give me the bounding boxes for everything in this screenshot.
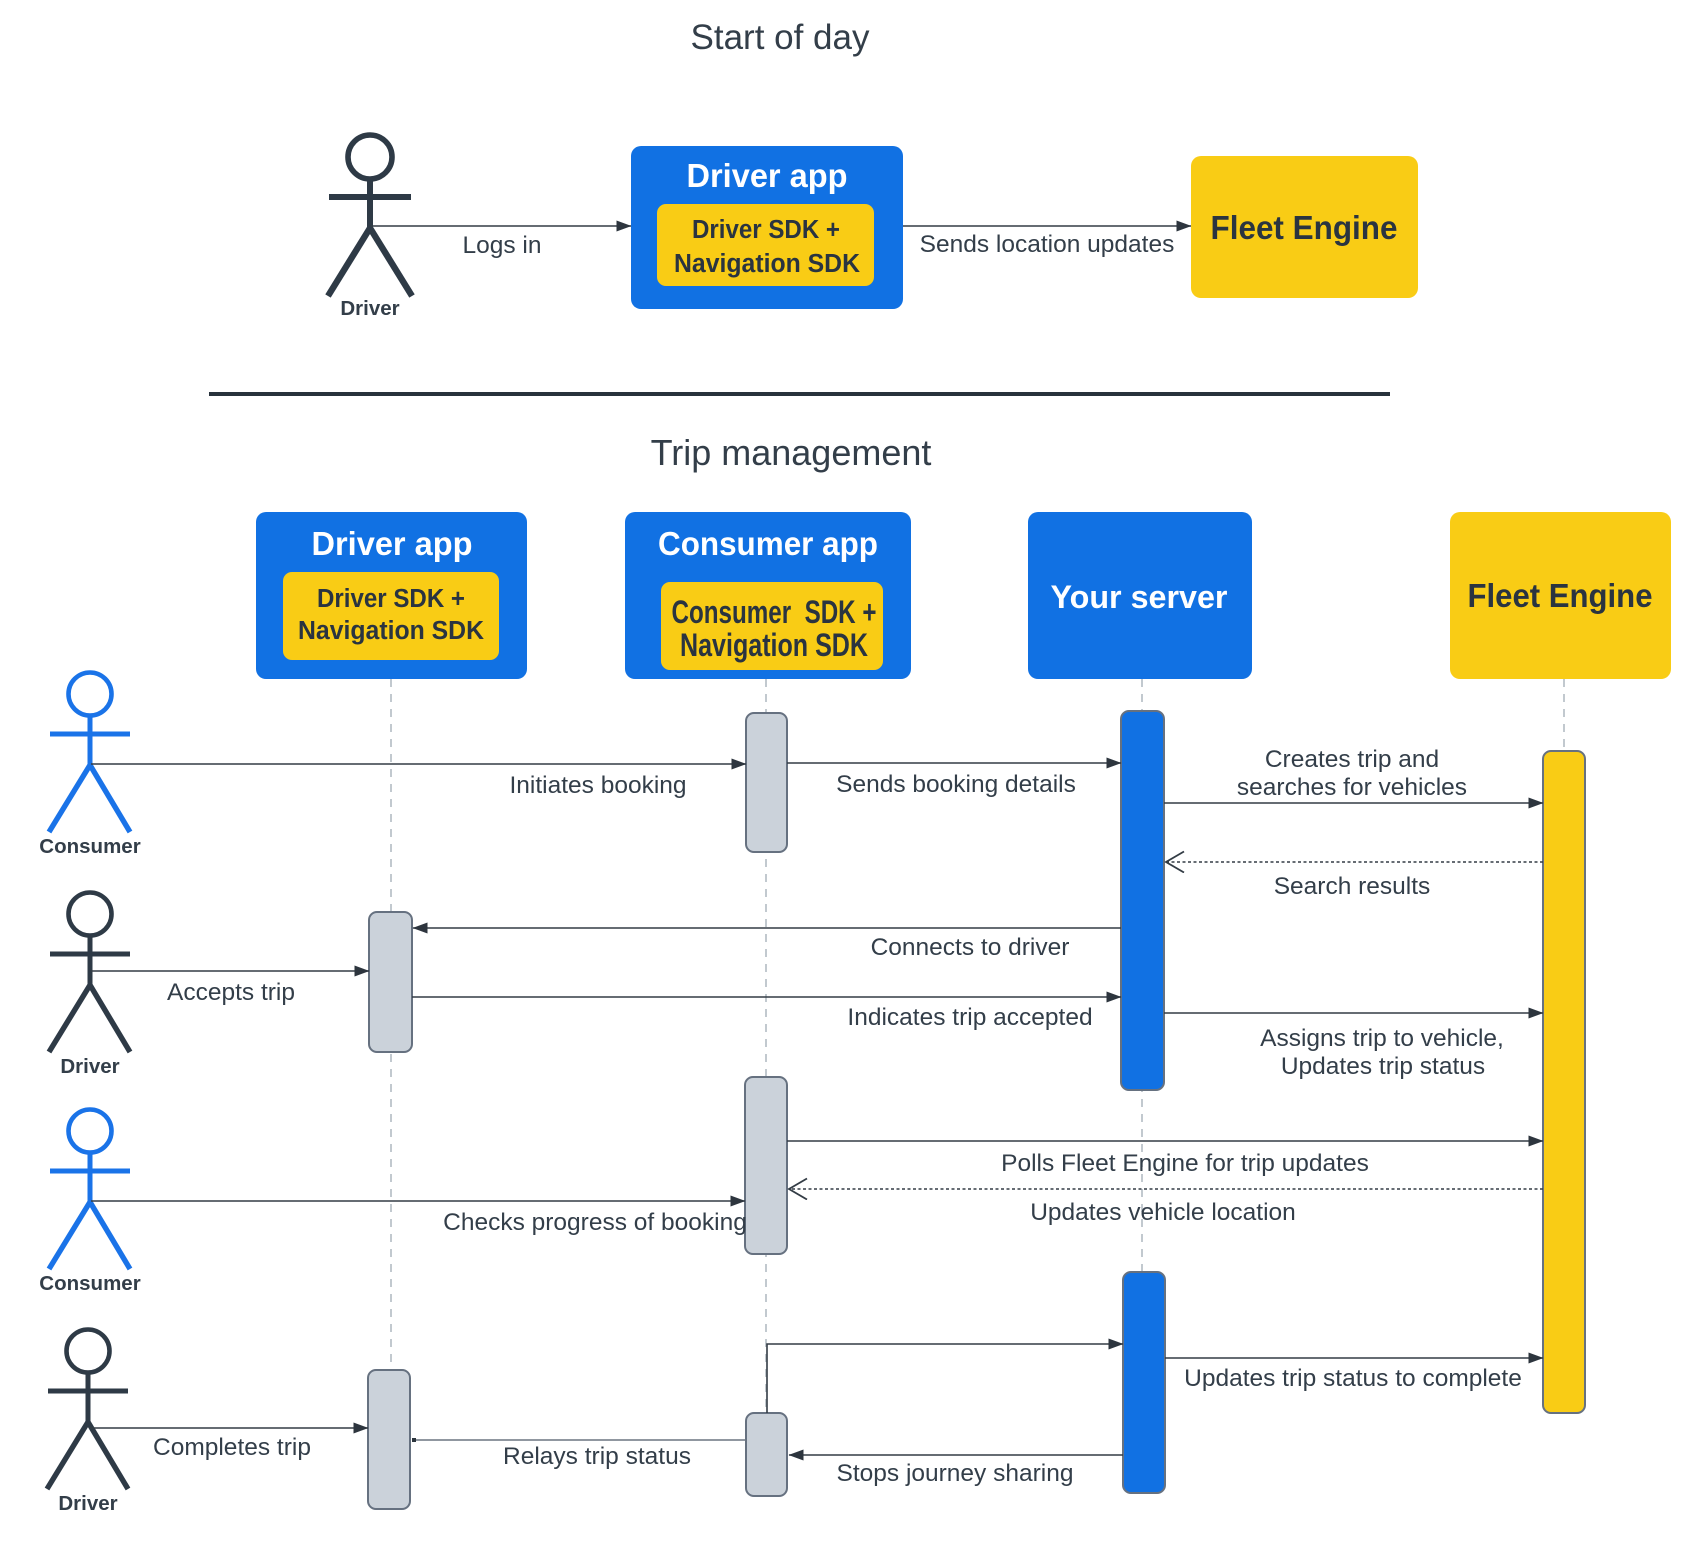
svg-text:Navigation SDK: Navigation SDK: [680, 627, 868, 663]
svg-text:Updates vehicle location: Updates vehicle location: [1030, 1199, 1296, 1226]
svg-text:Indicates trip accepted: Indicates trip accepted: [847, 1004, 1092, 1031]
svg-text:Driver: Driver: [58, 1492, 117, 1515]
svg-text:Connects to driver: Connects to driver: [871, 934, 1070, 961]
svg-text:Driver SDK +: Driver SDK +: [692, 216, 840, 244]
svg-text:Consumer app: Consumer app: [658, 525, 878, 562]
svg-text:Accepts trip: Accepts trip: [167, 979, 295, 1006]
svg-text:Driver SDK +: Driver SDK +: [317, 585, 465, 613]
svg-text:Driver: Driver: [60, 1055, 119, 1078]
svg-text:Assigns trip to vehicle,: Assigns trip to vehicle,: [1260, 1025, 1504, 1052]
svg-text:Fleet Engine: Fleet Engine: [1468, 577, 1653, 614]
svg-text:Sends booking details: Sends booking details: [836, 771, 1076, 798]
svg-text:Creates trip and: Creates trip and: [1265, 746, 1439, 773]
svg-text:Checks progress of booking: Checks progress of booking: [443, 1209, 747, 1236]
svg-text:Driver app: Driver app: [687, 157, 848, 194]
svg-text:Stops journey sharing: Stops journey sharing: [837, 1460, 1074, 1487]
svg-text:Relays trip status: Relays trip status: [503, 1443, 691, 1470]
svg-text:Fleet Engine: Fleet Engine: [1211, 209, 1398, 246]
svg-text:Logs in: Logs in: [462, 232, 541, 259]
svg-text:Trip management: Trip management: [651, 432, 932, 473]
svg-text:searches for vehicles: searches for vehicles: [1237, 774, 1467, 801]
svg-text:Navigation SDK: Navigation SDK: [298, 617, 485, 645]
svg-text:Driver app: Driver app: [312, 525, 473, 562]
svg-text:Consumer: Consumer: [39, 1272, 140, 1295]
svg-text:Sends location updates: Sends location updates: [920, 231, 1175, 258]
svg-text:Consumer SDK +: Consumer SDK +: [672, 594, 877, 630]
svg-text:Navigation SDK: Navigation SDK: [674, 250, 861, 278]
svg-text:Updates trip status to complet: Updates trip status to complete: [1184, 1365, 1522, 1392]
svg-text:Your server: Your server: [1051, 579, 1228, 615]
svg-text:Driver: Driver: [340, 297, 399, 320]
svg-text:Polls Fleet Engine for trip up: Polls Fleet Engine for trip updates: [1001, 1150, 1369, 1177]
svg-text:Updates trip status: Updates trip status: [1281, 1053, 1485, 1080]
svg-text:Initiates booking: Initiates booking: [509, 772, 686, 799]
svg-text:Search results: Search results: [1274, 873, 1431, 900]
svg-text:Consumer: Consumer: [39, 835, 140, 858]
svg-text:Completes trip: Completes trip: [153, 1434, 311, 1461]
svg-text:Start of day: Start of day: [691, 18, 870, 57]
